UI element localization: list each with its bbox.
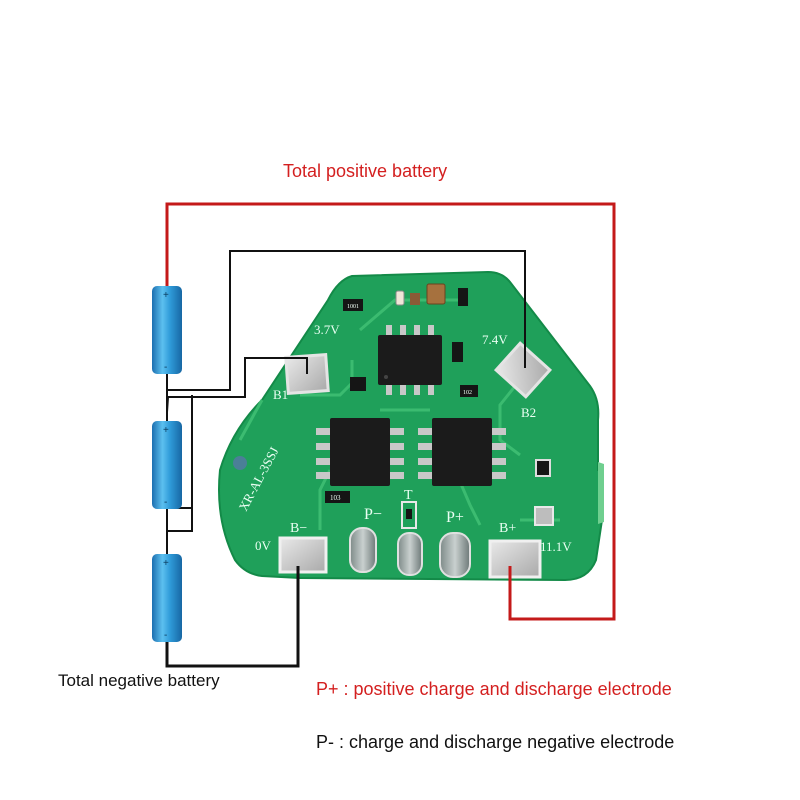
resistor-1001-label: 1001 xyxy=(347,304,359,310)
pad-bminus xyxy=(278,536,328,574)
resistor-103-label: 103 xyxy=(330,494,341,502)
mosfet-chip-right xyxy=(418,418,506,486)
total-negative-label: Total negative battery xyxy=(58,671,220,690)
total-positive-label: Total positive battery xyxy=(283,161,448,181)
pad-pplus xyxy=(439,532,471,578)
smd-right-b2 xyxy=(535,459,551,477)
label-b2: B2 xyxy=(521,405,536,420)
label-b1: B1 xyxy=(273,387,288,402)
pad-t-small-inner xyxy=(406,509,412,519)
p-minus-description: P- : charge and discharge negative elect… xyxy=(316,732,675,752)
resistor-103 xyxy=(325,491,350,503)
resistor-vertical xyxy=(452,342,463,362)
p-plus-description: P+ : positive charge and discharge elect… xyxy=(316,679,672,699)
resistor-left-mid xyxy=(350,377,366,391)
label-t: T xyxy=(404,488,413,503)
pcb-top-components: 1001 102 103 xyxy=(325,283,554,526)
pad-bplus xyxy=(488,539,542,579)
pad-b2 xyxy=(493,341,553,399)
battery-cell-bottom: + - xyxy=(152,554,182,642)
label-pplus: P+ xyxy=(446,509,464,526)
cap-1 xyxy=(395,290,405,306)
ic-protection-chip xyxy=(378,325,442,395)
cell-mid-plus: + xyxy=(163,425,169,436)
cap-3 xyxy=(426,283,446,305)
mounting-dot xyxy=(233,456,247,470)
label-0v: 0V xyxy=(255,538,272,553)
pad-t xyxy=(397,532,423,576)
label-bplus: B+ xyxy=(499,521,516,536)
pcb-edge-strip xyxy=(598,462,604,524)
battery-cell-middle: + - xyxy=(152,421,182,509)
pcb-body xyxy=(218,270,603,582)
cell-top-minus: - xyxy=(164,362,167,373)
mosfet-chip-left xyxy=(316,418,404,486)
negative-wire xyxy=(165,566,300,668)
cell-top-plus: + xyxy=(163,290,169,301)
cell-bot-plus: + xyxy=(163,558,169,569)
pcb-board: 1001 102 103 xyxy=(218,270,604,582)
cell-mid-minus: - xyxy=(164,497,167,508)
label-7v4: 7.4V xyxy=(482,332,508,347)
pad-pminus xyxy=(349,527,377,573)
resistor-1001 xyxy=(343,299,363,311)
smd-right-bplus xyxy=(534,506,554,526)
positive-wire xyxy=(165,202,616,621)
battery-cell-top: + - xyxy=(152,286,182,374)
resistor-102-label: 102 xyxy=(463,390,472,396)
label-11v1: 11.1V xyxy=(540,539,572,554)
label-3v7: 3.7V xyxy=(314,322,340,337)
label-pminus: P− xyxy=(364,506,382,523)
resistor-102 xyxy=(460,385,478,397)
label-bminus: B− xyxy=(290,521,307,536)
cap-2 xyxy=(410,293,420,305)
cell-bot-minus: - xyxy=(164,630,167,641)
resistor-top-right xyxy=(458,288,468,306)
